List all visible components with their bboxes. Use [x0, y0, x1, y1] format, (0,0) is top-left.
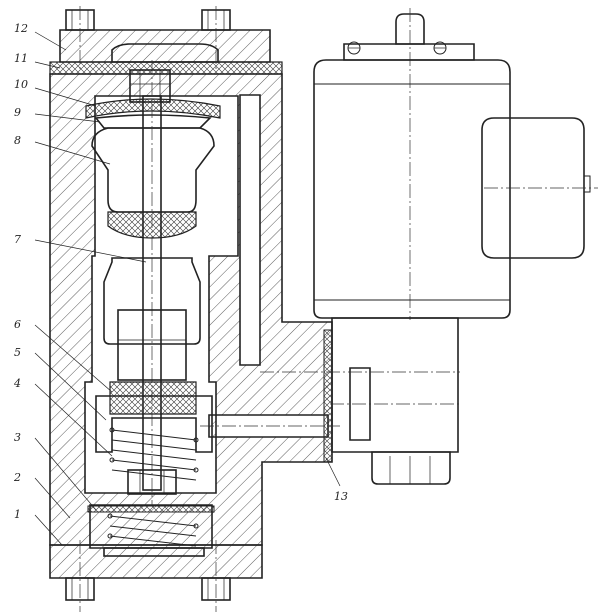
top-bolt-right	[201, 6, 231, 70]
callout-6: 6	[14, 318, 21, 331]
lower-spring	[107, 513, 199, 547]
callout-3: 3	[14, 431, 21, 444]
bottom-cover	[49, 544, 263, 579]
seat-disc	[109, 381, 197, 415]
bottom-bolt-right	[201, 540, 231, 612]
callout-7: 7	[14, 233, 21, 246]
spring-washer	[87, 505, 215, 513]
bottom-bolt-left	[65, 540, 95, 612]
callout-12: 12	[14, 22, 28, 35]
callout-4: 4	[13, 377, 21, 390]
callout-8: 8	[14, 134, 21, 147]
top-gasket	[49, 61, 283, 75]
junction-box	[481, 117, 598, 259]
solenoid-bottom-nut	[371, 451, 451, 485]
callout-2: 2	[13, 471, 21, 484]
stem-bottom-nut	[127, 469, 177, 495]
flange-gasket	[323, 329, 333, 463]
valve-stem	[142, 60, 162, 505]
spring-cage	[95, 395, 213, 453]
callout-1: 1	[14, 508, 21, 521]
callout-11: 11	[14, 52, 28, 65]
top-bolt-left	[65, 6, 95, 70]
piston	[91, 127, 215, 239]
callout-10: 10	[14, 78, 28, 91]
solenoid-housing	[313, 8, 511, 320]
callout-13: 13	[334, 490, 348, 503]
stem-guide	[103, 257, 201, 381]
diaphragm	[85, 98, 221, 129]
top-cover	[59, 29, 271, 63]
callout-9: 9	[14, 106, 21, 119]
leader-lines	[34, 31, 341, 546]
upper-spring	[109, 427, 199, 481]
callout-5: 5	[14, 346, 21, 359]
